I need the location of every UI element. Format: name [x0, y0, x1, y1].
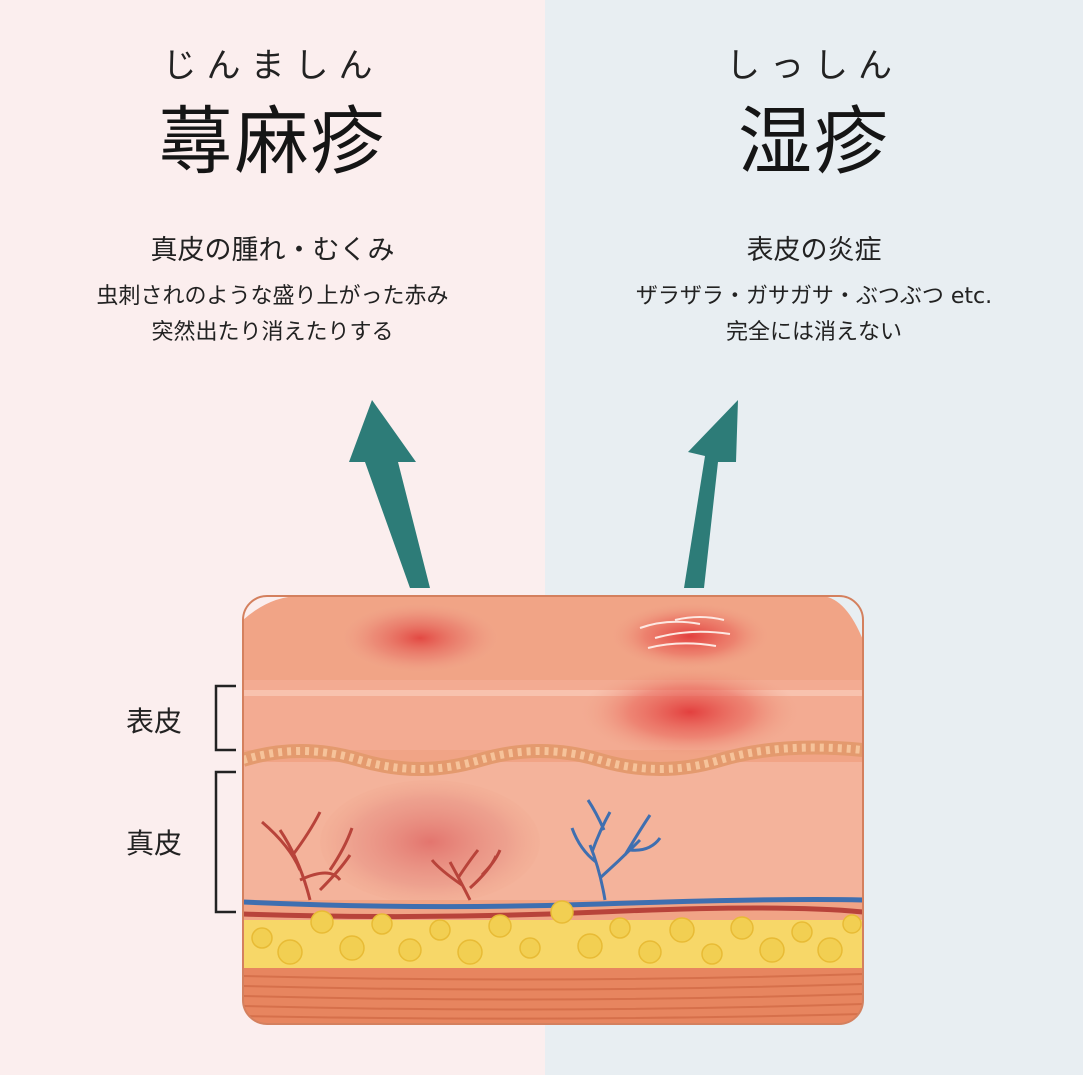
eczema-reading: しっしん — [726, 46, 902, 86]
eczema-desc-line1: 表皮の炎症 — [746, 235, 882, 266]
fat-cells — [251, 900, 862, 965]
eczema-desc-line3: 完全には消えない — [725, 320, 902, 345]
vessel-line-blue — [243, 897, 863, 910]
red-blood-vessels — [261, 811, 502, 901]
vessel-line-red — [243, 905, 863, 920]
urticaria-desc-line3: 突然出たり消えたりする — [151, 320, 394, 345]
upward-arrow-right — [684, 400, 738, 588]
dermal-swelling — [320, 780, 540, 904]
dermis-label: 真皮 — [126, 827, 183, 860]
eczema-spot-epidermis — [580, 666, 800, 758]
urticaria-desc-line1: 真皮の腫れ・むくみ — [150, 235, 395, 266]
blue-blood-vessels — [570, 799, 662, 901]
urticaria-reading: じんましん — [162, 46, 383, 86]
eczema-title: 湿疹 — [738, 99, 890, 185]
epidermis-bracket — [214, 684, 236, 752]
upward-arrow-left — [349, 400, 430, 588]
eczema-desc-line2: ザラザラ・ガサガサ・ぶつぶつ etc. — [635, 284, 993, 309]
dermis-bracket — [214, 770, 236, 914]
urticaria-title: 蕁麻疹 — [158, 99, 387, 185]
eczema-scales — [639, 616, 731, 649]
hive-spot — [342, 604, 498, 672]
urticaria-desc-line2: 虫刺されのような盛り上がった赤み — [96, 284, 449, 309]
eczema-spot-surface — [608, 602, 772, 670]
epidermis-label: 表皮 — [126, 705, 183, 738]
skin-block — [243, 596, 863, 1024]
